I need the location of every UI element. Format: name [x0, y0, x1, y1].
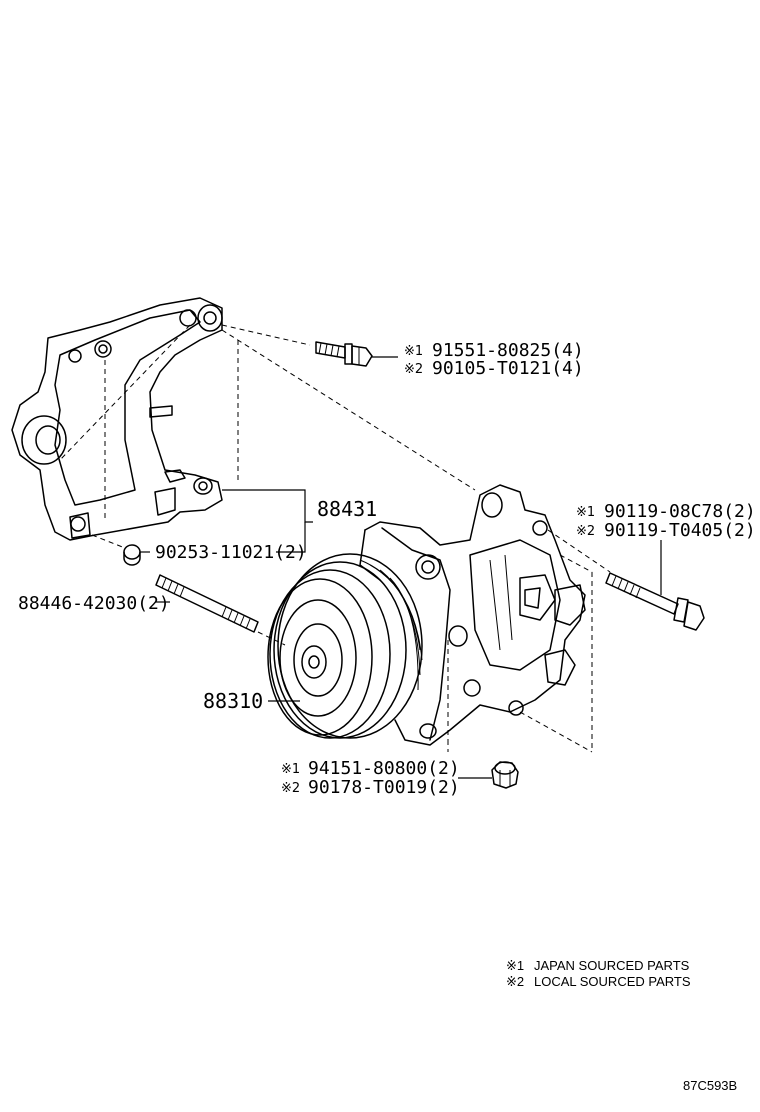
small-nut — [123, 544, 141, 566]
part-number: 90178-T0019(2) — [308, 777, 460, 798]
callout-mark: ※2 — [404, 362, 423, 377]
part-number: 90119-08C78(2) — [604, 501, 756, 522]
leader-lines — [140, 356, 662, 779]
part-number-compressor: 88310 — [203, 689, 263, 713]
figure-code: 87C593B — [683, 1078, 737, 1093]
legend-mark: ※1 — [506, 958, 524, 973]
part-number: 94151-80800(2) — [308, 758, 460, 779]
legend-text: JAPAN SOURCED PARTS — [534, 958, 690, 973]
callout-mark: ※1 — [576, 505, 595, 520]
bottom-nut — [491, 761, 519, 789]
callout-bolt-right: ※1 90119-08C78(2) ※2 90119-T0405(2) — [576, 501, 756, 541]
callout-mark: ※2 — [576, 524, 595, 539]
right-bolt — [605, 572, 705, 631]
part-number: 90119-T0405(2) — [604, 520, 756, 541]
top-bolt — [315, 341, 373, 367]
part-number-bracket: 88431 — [317, 497, 377, 521]
callout-mark: ※2 — [281, 781, 300, 796]
ac-compressor — [267, 484, 586, 746]
guide-lines — [59, 324, 611, 753]
callout-nut-bottom: ※1 94151-80800(2) ※2 90178-T0019(2) — [281, 758, 460, 798]
callout-mark: ※1 — [281, 762, 300, 777]
part-number: 90105-T0121(4) — [432, 358, 584, 379]
stud-bolt — [155, 574, 259, 633]
callout-bolt-top: ※1 91551-80825(4) ※2 90105-T0121(4) — [404, 340, 584, 379]
legend-mark: ※2 — [506, 974, 524, 989]
legend-text: LOCAL SOURCED PARTS — [534, 974, 691, 989]
callout-mark: ※1 — [404, 344, 423, 359]
compressor-bracket — [11, 297, 223, 541]
legend: ※1 JAPAN SOURCED PARTS ※2 LOCAL SOURCED … — [506, 958, 691, 989]
part-number-stud: 88446-42030(2) — [18, 593, 170, 614]
part-number-small-nut: 90253-11021(2) — [155, 542, 307, 563]
part-number: 91551-80825(4) — [432, 340, 584, 361]
